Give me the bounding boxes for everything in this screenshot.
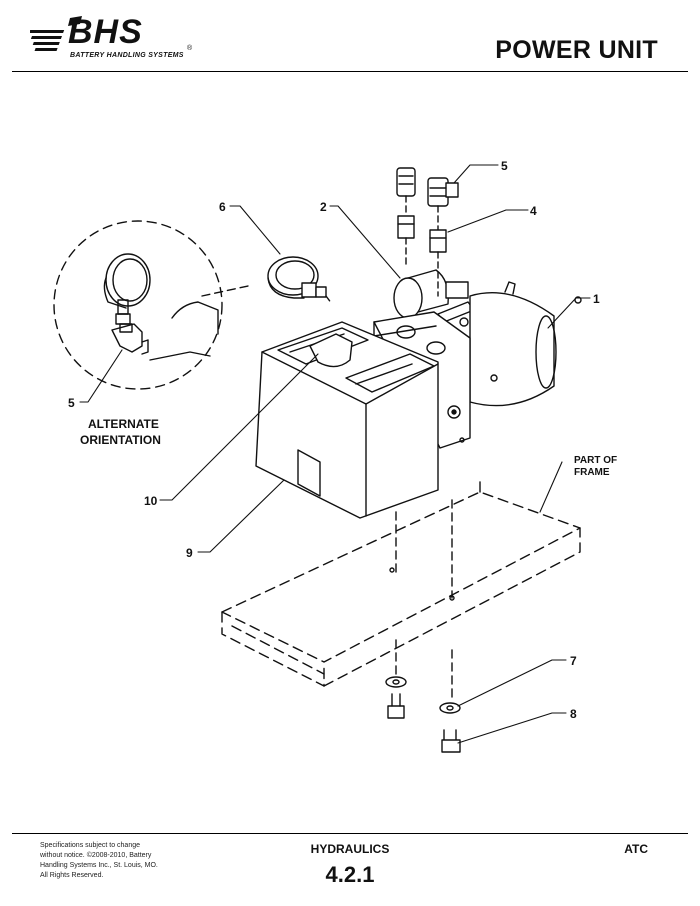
logo-registered-mark: ® xyxy=(187,45,193,52)
footer-disclaimer: Specifications subject to change without… xyxy=(40,842,158,879)
frame-label-line2: FRAME xyxy=(574,467,610,478)
logo-text: BHS xyxy=(68,13,143,51)
adapter-fitting-right xyxy=(429,229,447,297)
page-title: POWER UNIT xyxy=(495,36,658,64)
callout-5-inset: 5 xyxy=(68,396,75,410)
pressure-gauge xyxy=(267,256,333,305)
footer-section: HYDRAULICS xyxy=(310,842,390,856)
electric-motor xyxy=(469,281,582,407)
callout-7: 7 xyxy=(570,654,577,668)
elbow-fitting-top-right xyxy=(427,177,459,231)
alternate-label-line1: ALTERNATE xyxy=(88,417,159,431)
callout-10: 10 xyxy=(144,494,158,508)
frame-outline xyxy=(221,477,581,687)
footer-rule xyxy=(12,833,688,834)
bolt-right xyxy=(441,729,461,753)
callout-2: 2 xyxy=(320,200,327,214)
callout-4: 4 xyxy=(530,204,537,218)
adapter-fitting-left xyxy=(397,215,415,269)
mounting-hole xyxy=(449,595,455,601)
leader-lines xyxy=(79,164,591,744)
alternate-orientation-inset xyxy=(53,220,249,390)
callout-1: 1 xyxy=(593,292,600,306)
reservoir-tank xyxy=(255,321,439,519)
callout-5-top: 5 xyxy=(501,159,508,173)
bhs-logo xyxy=(29,14,210,64)
header-rule xyxy=(12,71,688,72)
elbow-fitting-top-left xyxy=(396,167,416,217)
washer-left xyxy=(385,676,407,688)
callout-9: 9 xyxy=(186,546,193,560)
mounting-hole xyxy=(389,567,395,573)
callout-6: 6 xyxy=(219,200,226,214)
logo-speed-lines-icon xyxy=(29,16,82,51)
footer-model: ATC xyxy=(624,842,648,856)
bolt-left xyxy=(387,693,405,719)
footer-page-number: 4.2.1 xyxy=(325,862,375,887)
alternate-label-line2: ORIENTATION xyxy=(80,433,161,447)
callout-8: 8 xyxy=(570,707,577,721)
pump-valve-assembly xyxy=(393,269,475,327)
mounting-guide-lines xyxy=(395,499,453,701)
washer-right xyxy=(439,702,461,714)
logo-subtitle: BATTERY HANDLING SYSTEMS xyxy=(70,52,184,59)
frame-label-line1: PART OF xyxy=(574,455,617,466)
